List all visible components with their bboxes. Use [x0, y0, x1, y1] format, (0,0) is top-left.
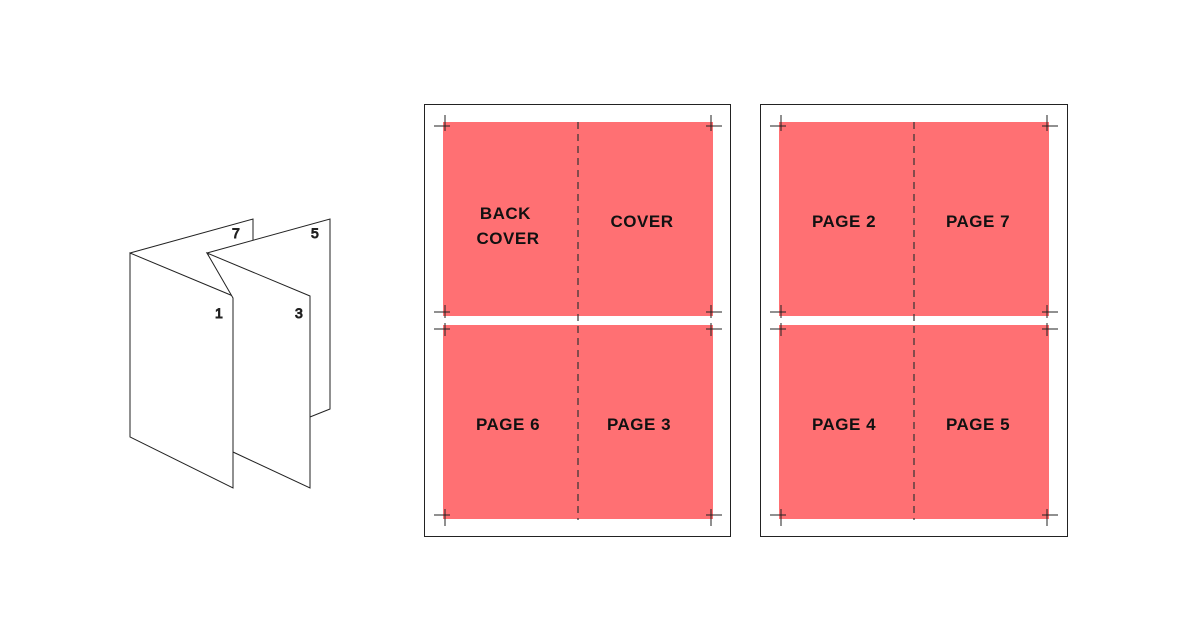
- crop-marks: [434, 115, 722, 526]
- booklet-panel-page-1: [129, 252, 234, 489]
- panel-label-page-5: PAGE 5: [946, 415, 1010, 434]
- panel-label-back-cover: BACK COVER: [477, 204, 540, 248]
- panel-label-page-7: PAGE 7: [946, 212, 1010, 231]
- imposition-sheet-1: BACK COVER COVER PAGE 6 PAGE 3: [424, 104, 731, 537]
- panel-label-page-2: PAGE 2: [812, 212, 876, 231]
- panel-label-page-6: PAGE 6: [476, 415, 540, 434]
- booklet-panel-page-3: [205, 251, 311, 489]
- page-number-5: 5: [311, 225, 319, 241]
- panel-label-page-4: PAGE 4: [812, 415, 876, 434]
- page-number-7: 7: [232, 225, 240, 241]
- panel-label-back-cover-line-1: BACK: [480, 204, 531, 223]
- panel-label-back-cover-line-2: COVER: [477, 229, 540, 248]
- panel-label-cover: COVER: [611, 212, 674, 231]
- page-number-3: 3: [295, 305, 303, 321]
- page-number-1: 1: [215, 305, 223, 321]
- crop-marks: [770, 115, 1058, 526]
- imposition-sheet-2: PAGE 2 PAGE 7 PAGE 4 PAGE 5: [760, 104, 1068, 537]
- panel-label-page-3: PAGE 3: [607, 415, 671, 434]
- folded-booklet: 1 3 7 5: [129, 218, 331, 489]
